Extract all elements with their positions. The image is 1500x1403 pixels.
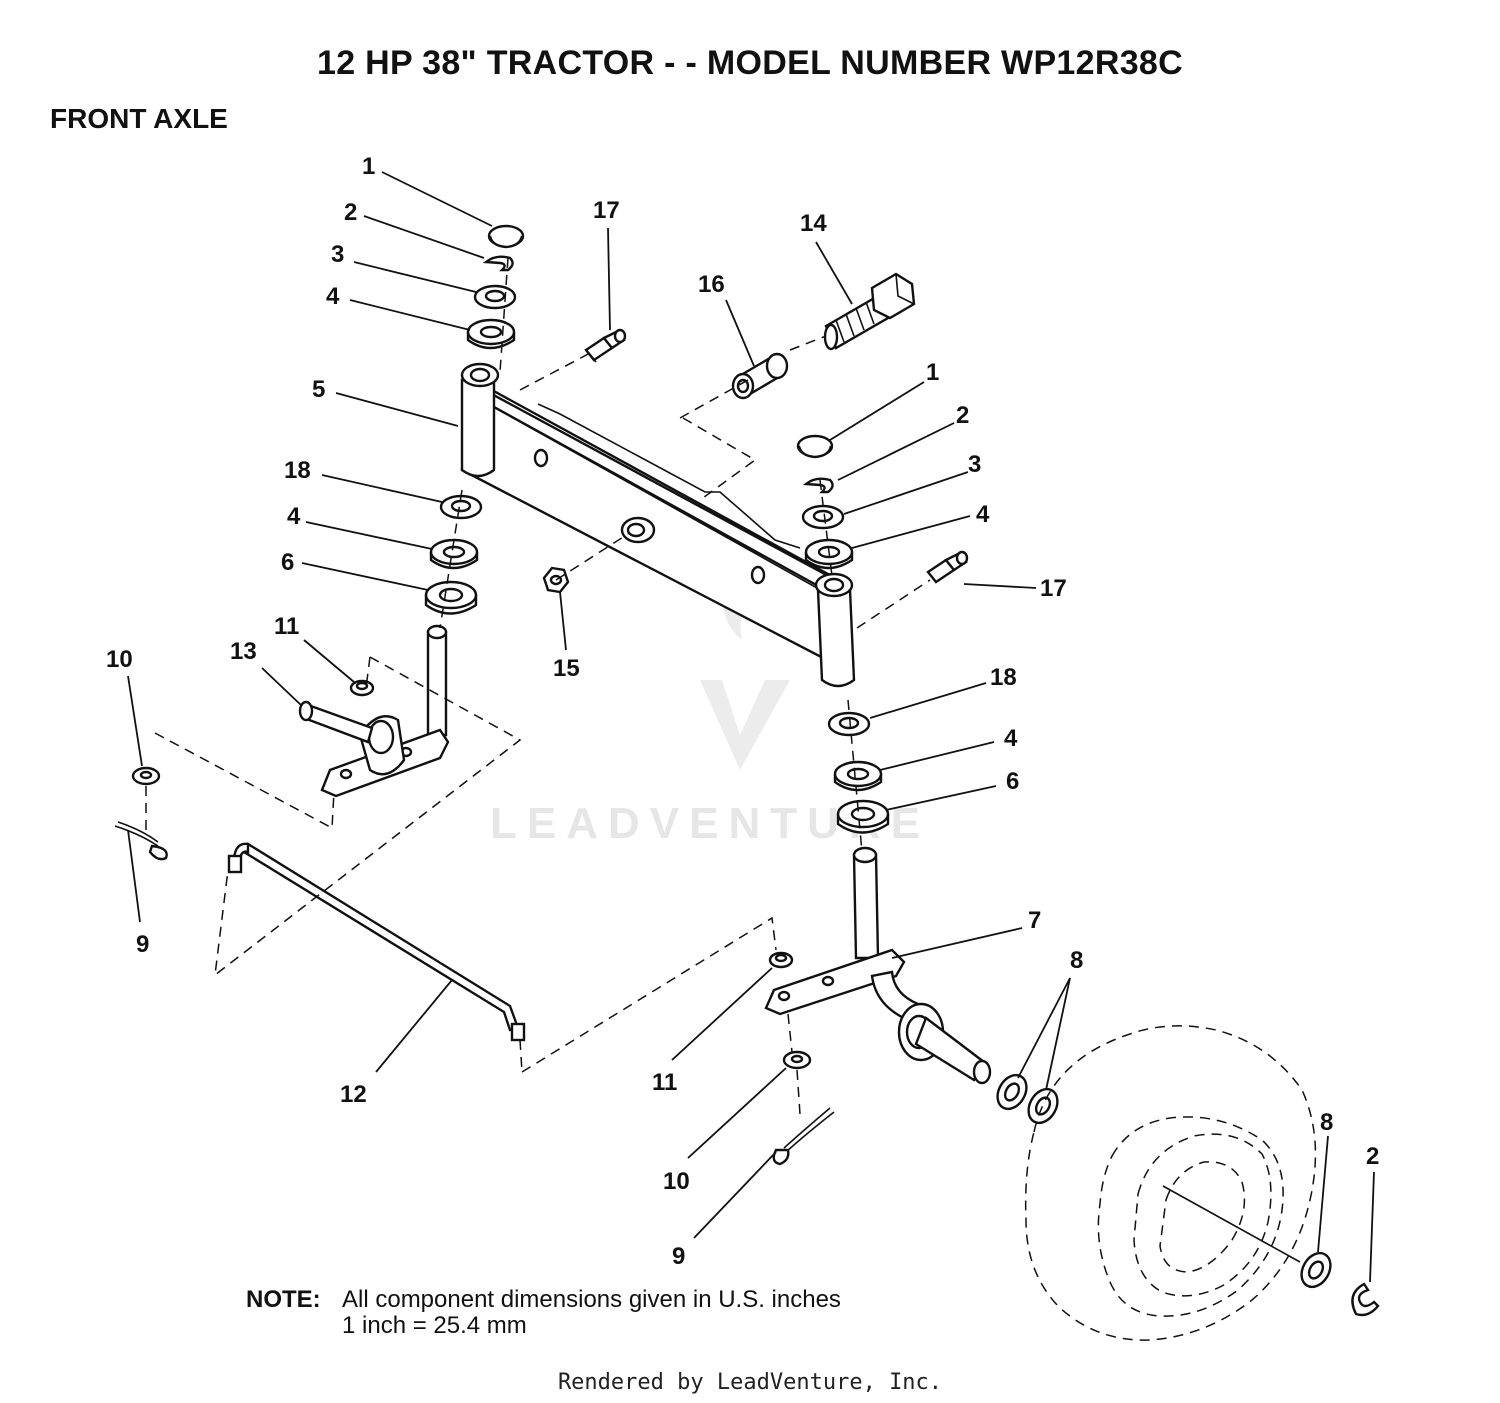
- tie-rod-12: [227, 842, 526, 1042]
- callout-12: 12: [340, 1081, 367, 1108]
- cap-1-left: [487, 224, 525, 249]
- note-label: NOTE:: [246, 1286, 321, 1313]
- washer-8-inner: [996, 1073, 1028, 1111]
- note-line-2: 1 inch = 25.4 mm: [342, 1312, 527, 1339]
- cotter-pin-9-right: [772, 1107, 835, 1166]
- grease-fitting-17-right: [926, 550, 969, 584]
- washer-8-hub: [1300, 1251, 1332, 1289]
- callout-4: 4: [1004, 725, 1018, 752]
- washer-18-left: [439, 494, 483, 520]
- callout-4: 4: [976, 501, 990, 528]
- callout-4: 4: [287, 503, 301, 530]
- axle-beam: [460, 362, 856, 688]
- spacer-6-left: [424, 580, 478, 615]
- bushing-4-upper-left: [466, 318, 516, 350]
- callout-1: 1: [926, 359, 939, 386]
- callout-9: 9: [672, 1243, 685, 1270]
- washer-10-right: [782, 1050, 812, 1070]
- washer-18-right: [827, 711, 871, 737]
- page-title: 12 HP 38" TRACTOR - - MODEL NUMBER WP12R…: [317, 44, 1183, 82]
- footer-credit: Rendered by LeadVenture, Inc.: [557, 1370, 943, 1395]
- callout-10: 10: [663, 1168, 690, 1195]
- spindle-13-left: [298, 624, 450, 798]
- callout-14: 14: [800, 210, 827, 237]
- callout-17: 17: [593, 197, 620, 224]
- callout-7: 7: [1028, 907, 1041, 934]
- callout-labels: 1 2 3 4 5 18 4 6 17 16 14 1 2 3 4 17 15 …: [106, 153, 1379, 1270]
- callout-3: 3: [331, 241, 344, 268]
- callout-3: 3: [968, 451, 981, 478]
- callout-5: 5: [312, 376, 325, 403]
- callout-2: 2: [956, 402, 969, 429]
- washer-10-left: [131, 766, 161, 786]
- callout-8: 8: [1070, 947, 1083, 974]
- callout-2: 2: [344, 199, 357, 226]
- clip-2-right: [802, 477, 834, 494]
- nut-11-left: [349, 679, 375, 697]
- washer-3-right: [801, 504, 845, 530]
- cotter-pin-9-left: [114, 821, 168, 861]
- callout-13: 13: [230, 638, 257, 665]
- bushing-4-lower-right: [833, 760, 883, 792]
- callout-4: 4: [326, 283, 340, 310]
- callout-15: 15: [553, 655, 580, 682]
- grease-fitting-17-left: [584, 328, 627, 363]
- callout-18: 18: [284, 457, 311, 484]
- spindle-7-right: [764, 846, 992, 1085]
- callout-2: 2: [1366, 1143, 1379, 1170]
- callout-6: 6: [1006, 768, 1019, 795]
- callout-1: 1: [362, 153, 375, 180]
- assembly-lines: [145, 257, 931, 1115]
- washer-8-outer: [1027, 1087, 1059, 1125]
- clip-2-hub: [1351, 1282, 1380, 1317]
- note-line-1: All component dimensions given in U.S. i…: [342, 1286, 841, 1313]
- callout-6: 6: [281, 549, 294, 576]
- dimension-note: NOTE: All component dimensions given in U…: [246, 1287, 841, 1339]
- washer-3-left: [473, 284, 517, 310]
- callout-11: 11: [652, 1069, 677, 1096]
- callout-17: 17: [1040, 575, 1067, 602]
- leader-lines: [127, 171, 1375, 1283]
- callout-11: 11: [274, 613, 299, 640]
- spacer-16: [731, 352, 789, 400]
- callout-18: 18: [990, 664, 1017, 691]
- callout-8: 8: [1320, 1109, 1333, 1136]
- bolt-14: [823, 272, 916, 351]
- section-heading: FRONT AXLE: [50, 103, 228, 134]
- clip-2-left: [482, 255, 514, 272]
- callout-10: 10: [106, 646, 133, 673]
- nut-11-right: [768, 951, 794, 969]
- callout-9: 9: [136, 931, 149, 958]
- bushing-4-lower-left: [429, 538, 479, 570]
- cap-1-right: [796, 434, 834, 459]
- spacer-6-right: [836, 799, 890, 834]
- wheel-phantom: [1024, 1025, 1317, 1341]
- callout-16: 16: [698, 271, 725, 298]
